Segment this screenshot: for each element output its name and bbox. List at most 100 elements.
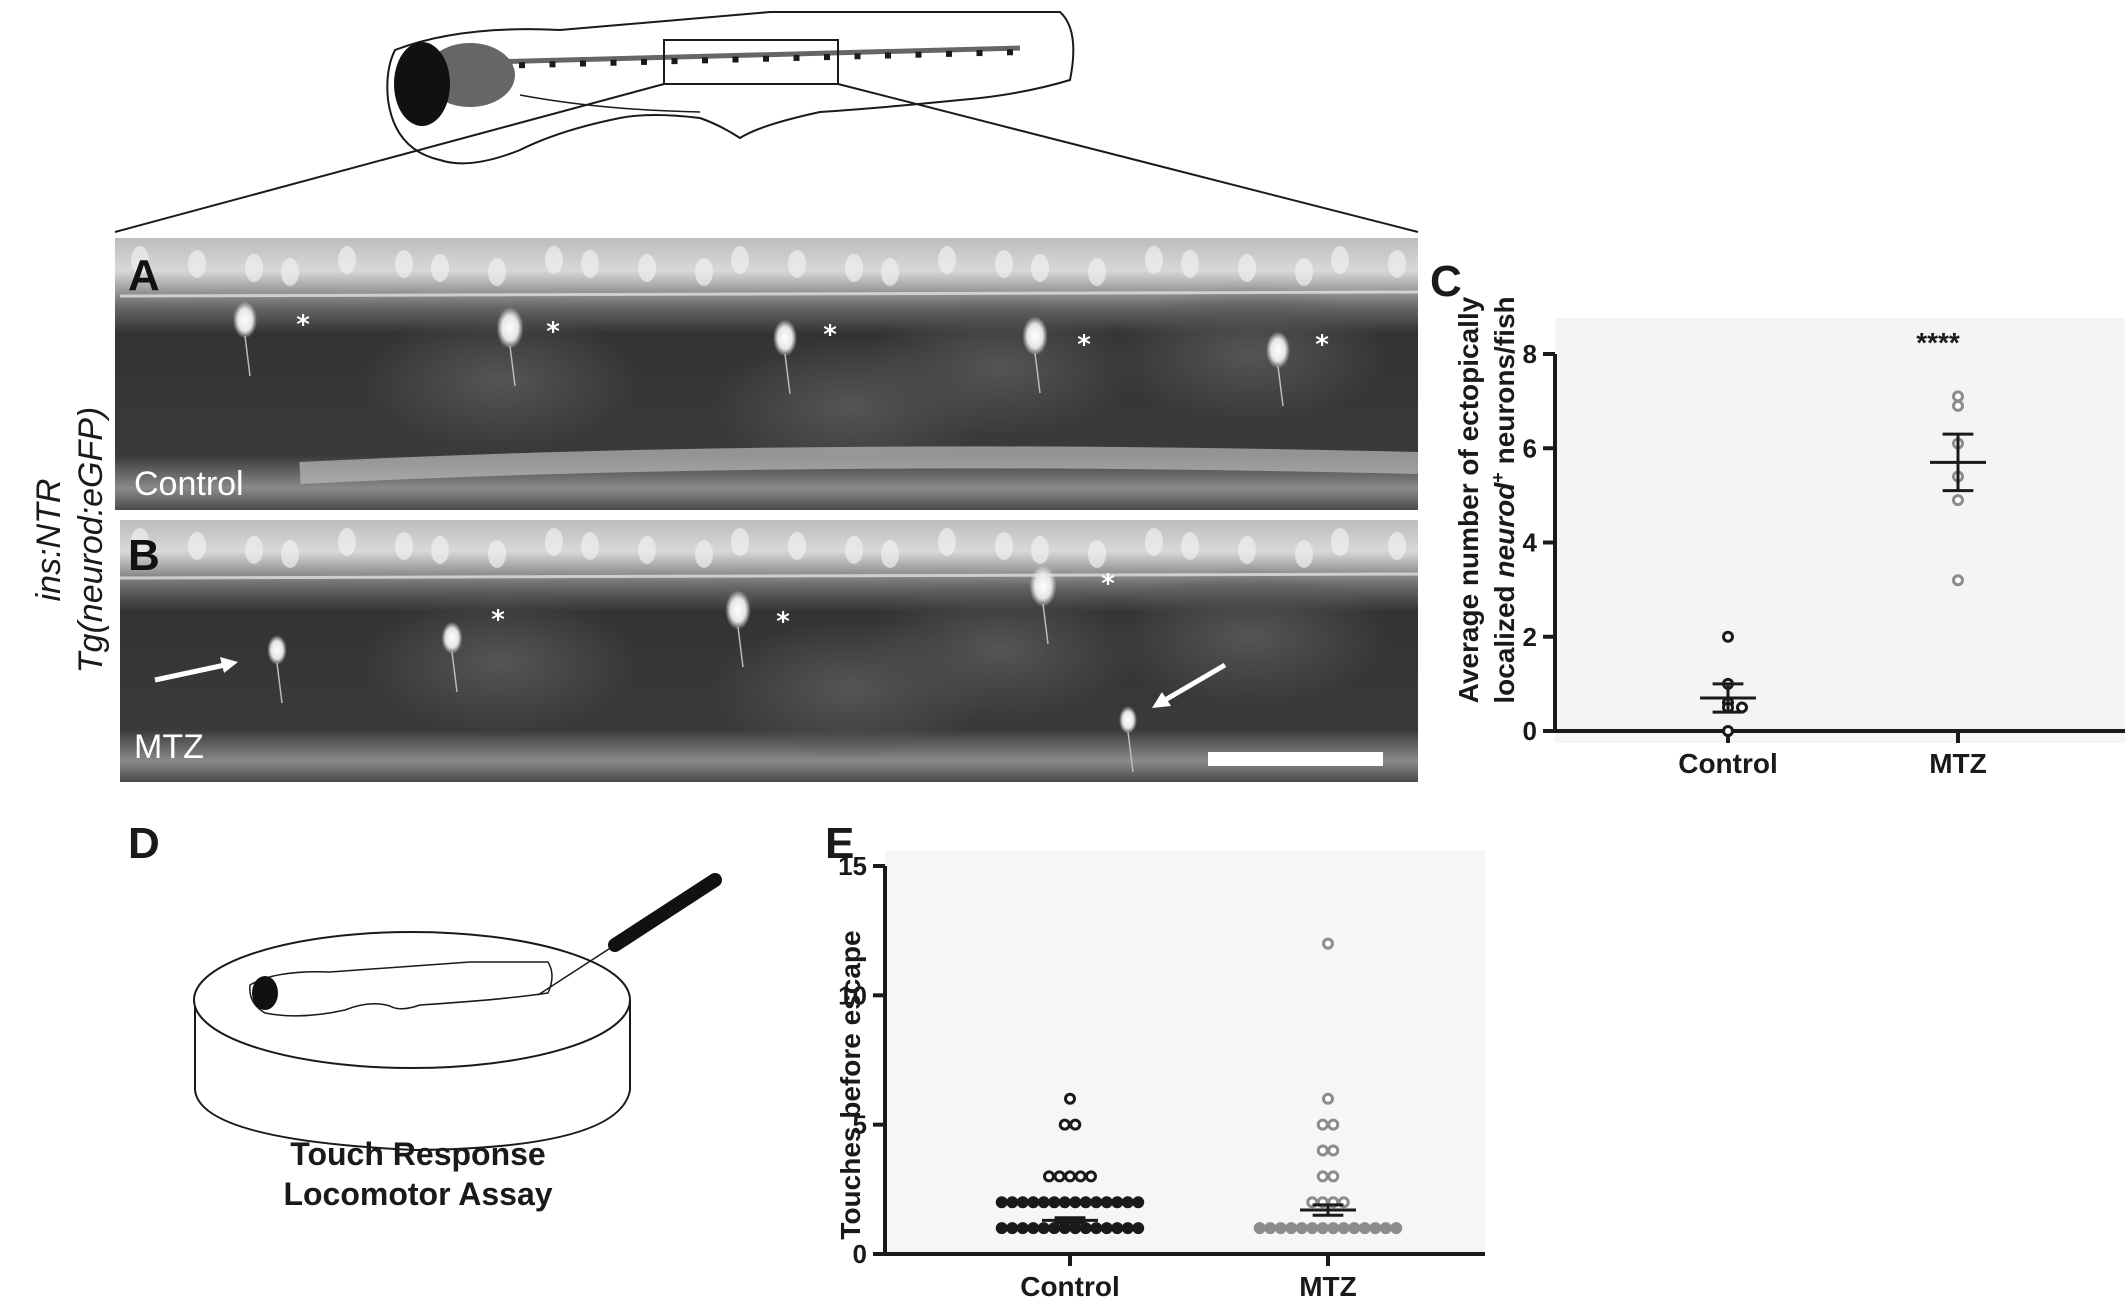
dorsal-neuron bbox=[1088, 540, 1106, 568]
chart-c-ylabel-line2: localized neurod+ neurons/fish bbox=[1488, 296, 1520, 703]
data-point bbox=[1722, 630, 1734, 643]
data-point bbox=[1952, 399, 1964, 412]
tissue-shading bbox=[860, 580, 1140, 720]
data-point bbox=[1322, 1092, 1334, 1105]
larva-neuron-dot bbox=[824, 54, 830, 61]
tissue-shading bbox=[860, 298, 1140, 438]
data-point bbox=[1006, 1196, 1019, 1209]
data-point bbox=[1043, 1170, 1055, 1183]
neuron-axon bbox=[276, 662, 283, 704]
arrow-left-head bbox=[220, 657, 238, 673]
data-point bbox=[1316, 1118, 1329, 1131]
larva-yolk-outline bbox=[519, 94, 701, 113]
dorsal-neuron bbox=[788, 250, 806, 278]
dorsal-neuron bbox=[1181, 532, 1199, 560]
larva-neuron-dot bbox=[885, 52, 891, 59]
asterisk-marker: * bbox=[1315, 330, 1329, 360]
dorsal-neuron bbox=[431, 254, 449, 282]
zoom-box bbox=[663, 39, 839, 85]
data-point bbox=[1316, 1222, 1329, 1235]
panel-letter-c: C bbox=[1430, 257, 1462, 306]
category-label: Control bbox=[1020, 1271, 1120, 1302]
arrow-right-head bbox=[1152, 692, 1171, 708]
data-point bbox=[1952, 574, 1964, 587]
data-point bbox=[1100, 1196, 1113, 1209]
panel-letter-b: B bbox=[128, 531, 160, 580]
data-point bbox=[1337, 1222, 1350, 1235]
data-point bbox=[1064, 1092, 1076, 1105]
spinal-cord-edge bbox=[119, 572, 1419, 580]
dorsal-neuron bbox=[881, 540, 899, 568]
dorsal-neuron bbox=[1388, 532, 1406, 560]
tissue-shading bbox=[360, 593, 640, 733]
data-point bbox=[1079, 1222, 1092, 1235]
asterisk-marker: * bbox=[546, 317, 560, 347]
neuron-axon bbox=[1034, 352, 1041, 394]
larva-neuron-dot bbox=[519, 62, 525, 69]
panel-letter-e: E bbox=[825, 819, 854, 868]
dorsal-neuron bbox=[1181, 250, 1199, 278]
neuron-axon bbox=[1277, 365, 1284, 407]
asterisk-marker: * bbox=[823, 320, 837, 350]
neuron-axon bbox=[784, 353, 791, 395]
y-tick-label: 0 bbox=[1523, 716, 1537, 746]
dorsal-neuron bbox=[638, 254, 656, 282]
dorsal-neuron bbox=[338, 528, 356, 556]
assay-caption-line1: Touch Response bbox=[290, 1136, 545, 1172]
chart-c-background bbox=[1555, 318, 2125, 743]
assay-caption-line2: Locomotor Assay bbox=[283, 1176, 552, 1212]
larva-neuron-dots bbox=[519, 49, 1013, 69]
dorsal-neuron bbox=[881, 258, 899, 286]
neuron-axon bbox=[1127, 731, 1134, 773]
larva-neuron-dot bbox=[580, 60, 586, 67]
data-point bbox=[1132, 1196, 1145, 1209]
chart-e-ylabel: Touches before escape bbox=[835, 930, 866, 1239]
data-point bbox=[1079, 1196, 1092, 1209]
neurod-neuron bbox=[441, 621, 463, 655]
larva-spinal-cord bbox=[489, 45, 1021, 65]
chart-c-ylabel: Average number of ectopically localized … bbox=[1453, 296, 1520, 703]
dorsal-neuron bbox=[731, 528, 749, 556]
data-point bbox=[1027, 1222, 1040, 1235]
dorsal-neuron bbox=[695, 258, 713, 286]
asterisk-marker: * bbox=[1101, 569, 1115, 599]
neurod-neuron bbox=[1022, 316, 1048, 356]
data-point bbox=[1121, 1222, 1134, 1235]
dorsal-neuron bbox=[995, 532, 1013, 560]
dorsal-neuron bbox=[731, 246, 749, 274]
dorsal-neuron bbox=[188, 532, 206, 560]
dorsal-neuron bbox=[845, 536, 863, 564]
data-point bbox=[1090, 1222, 1103, 1235]
y-tick-label: 5 bbox=[853, 1110, 867, 1140]
dish-larva-outline bbox=[249, 961, 553, 1017]
data-point bbox=[1058, 1196, 1071, 1209]
arrow-right-shaft bbox=[1163, 662, 1227, 703]
dorsal-neuron bbox=[638, 536, 656, 564]
dorsal-neuron bbox=[938, 246, 956, 274]
panel-letter-d: D bbox=[128, 819, 160, 868]
dorsal-neuron bbox=[395, 532, 413, 560]
asterisk-marker: * bbox=[296, 310, 310, 340]
data-point bbox=[1058, 1118, 1071, 1131]
data-point bbox=[1090, 1196, 1103, 1209]
data-point bbox=[1322, 937, 1334, 950]
data-point bbox=[1327, 1118, 1340, 1131]
data-point bbox=[1327, 1170, 1340, 1183]
data-point bbox=[1358, 1222, 1371, 1235]
micrograph-a-cells: ***** bbox=[119, 246, 1419, 484]
dorsal-neuron bbox=[431, 536, 449, 564]
larva-neuron-dot bbox=[915, 51, 922, 58]
dorsal-neuron bbox=[1331, 246, 1349, 274]
data-point bbox=[1027, 1196, 1040, 1209]
dorsal-neuron bbox=[245, 536, 263, 564]
neuron-axon bbox=[1042, 603, 1049, 645]
dorsal-neuron bbox=[1145, 246, 1163, 274]
neurod-neuron bbox=[1119, 706, 1137, 734]
data-point bbox=[1111, 1196, 1124, 1209]
data-point bbox=[1069, 1196, 1082, 1209]
y-tick-label: 8 bbox=[1523, 339, 1537, 369]
micrograph-b: *** B MTZ bbox=[119, 520, 1419, 782]
neurod-neuron bbox=[496, 307, 524, 349]
larva-neuron-dot bbox=[732, 56, 739, 63]
